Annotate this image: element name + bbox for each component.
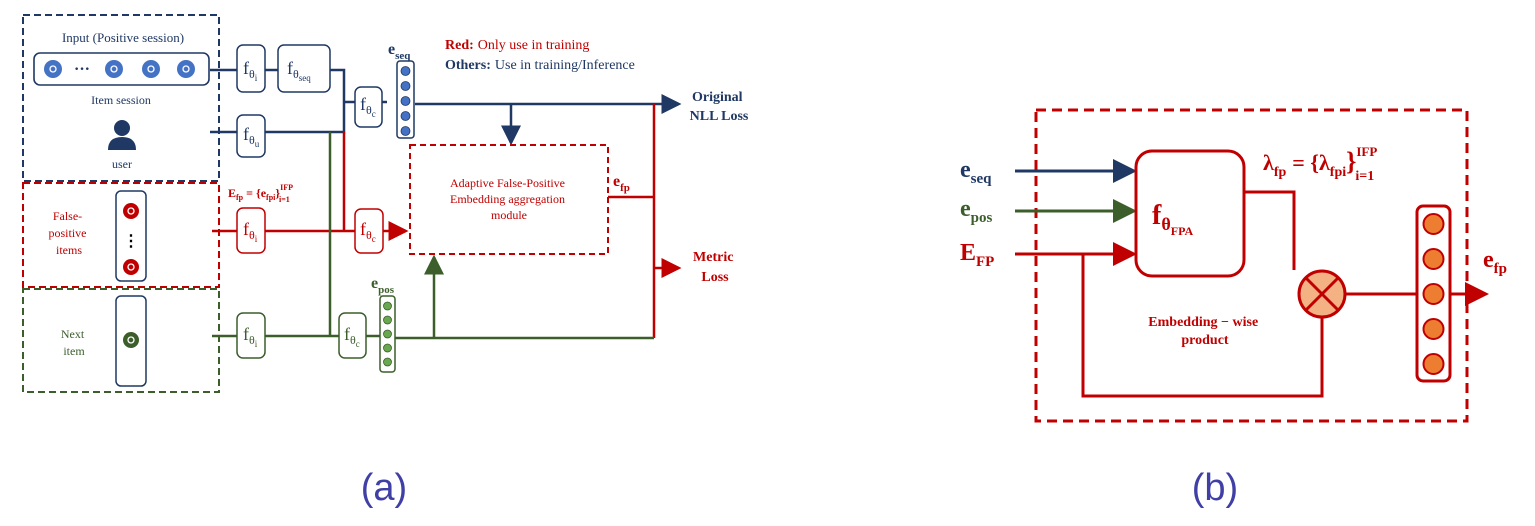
user-icon <box>108 120 136 150</box>
f-theta-c-pos-box: fθc <box>338 312 367 359</box>
e-seq-vector <box>396 60 415 139</box>
vertical-dots: ⋮ <box>123 233 139 250</box>
f-theta-u-box: fθu <box>236 114 266 158</box>
item-session-label: Item session <box>91 93 151 107</box>
f-theta-i-fp-box: fθi <box>236 207 266 254</box>
session-item-icon <box>142 60 160 78</box>
f-theta-i-next-box: fθi <box>236 312 266 359</box>
b-e-fp-label: efp <box>1483 247 1507 277</box>
session-item-icon <box>105 60 123 78</box>
f-theta-c-seq-box: fθc <box>354 86 383 128</box>
input-title: Input (Positive session) <box>62 30 184 45</box>
svg-text:fθc: fθc <box>360 219 376 244</box>
caption-b: (b) <box>1192 467 1238 509</box>
svg-text:fθi: fθi <box>243 58 258 83</box>
e-pos-label: epos <box>371 275 395 296</box>
next-item-label: Next item <box>61 327 87 358</box>
f-theta-seq-box: fθseq <box>277 44 331 93</box>
legend-red: Red:Only use in training <box>445 38 589 53</box>
next-item-icon <box>123 332 139 348</box>
multiply-icon <box>1297 269 1347 319</box>
svg-text:fθFPA: fθFPA <box>1152 200 1194 238</box>
caption-a: (a) <box>361 467 407 509</box>
metric-loss-label: Metric Loss <box>693 250 737 285</box>
e-fp-output-vector <box>1415 204 1452 383</box>
b-e-pos-label: epos <box>960 196 992 226</box>
false-positive-label: False- positive items <box>49 209 90 257</box>
false-positive-item-icon <box>123 259 139 275</box>
svg-text:fθi: fθi <box>243 324 258 349</box>
svg-text:fθseq: fθseq <box>287 58 311 83</box>
module-text: Adaptive False-Positive Embedding aggreg… <box>450 176 568 222</box>
e-fp-label: efp <box>613 173 630 194</box>
false-positive-item-icon <box>123 203 139 219</box>
f-theta-fpa-box: fθFPA <box>1134 149 1246 278</box>
e-seq-label: eseq <box>388 41 411 62</box>
b-e-seq-label: eseq <box>960 157 992 187</box>
next-item-box <box>22 288 220 393</box>
svg-text:fθc: fθc <box>344 324 360 349</box>
f-theta-i-session-box: fθi <box>236 44 266 93</box>
product-label: Embedding − wise product <box>1148 315 1261 348</box>
session-ellipsis: ··· <box>74 61 90 78</box>
svg-text:fθu: fθu <box>243 124 260 149</box>
original-nll-loss-label: Original NLL Loss <box>690 90 749 124</box>
e-pos-vector <box>379 295 396 373</box>
session-item-icon <box>44 60 62 78</box>
adaptive-fp-module <box>409 144 609 255</box>
session-item-icon <box>177 60 195 78</box>
positive-session-box <box>22 14 220 182</box>
fpa-module-box <box>1034 108 1469 423</box>
svg-text:fθc: fθc <box>360 94 376 119</box>
false-positive-box <box>22 182 220 288</box>
b-E-fp-label: EFP <box>960 240 994 270</box>
legend-others: Others:Use in training/Inference <box>445 58 635 73</box>
svg-text:fθi: fθi <box>243 219 258 244</box>
user-label: user <box>112 157 132 171</box>
f-theta-c-fp-box: fθc <box>354 208 384 254</box>
panel-a: Input (Positive session) ··· Item sessio… <box>22 14 749 509</box>
